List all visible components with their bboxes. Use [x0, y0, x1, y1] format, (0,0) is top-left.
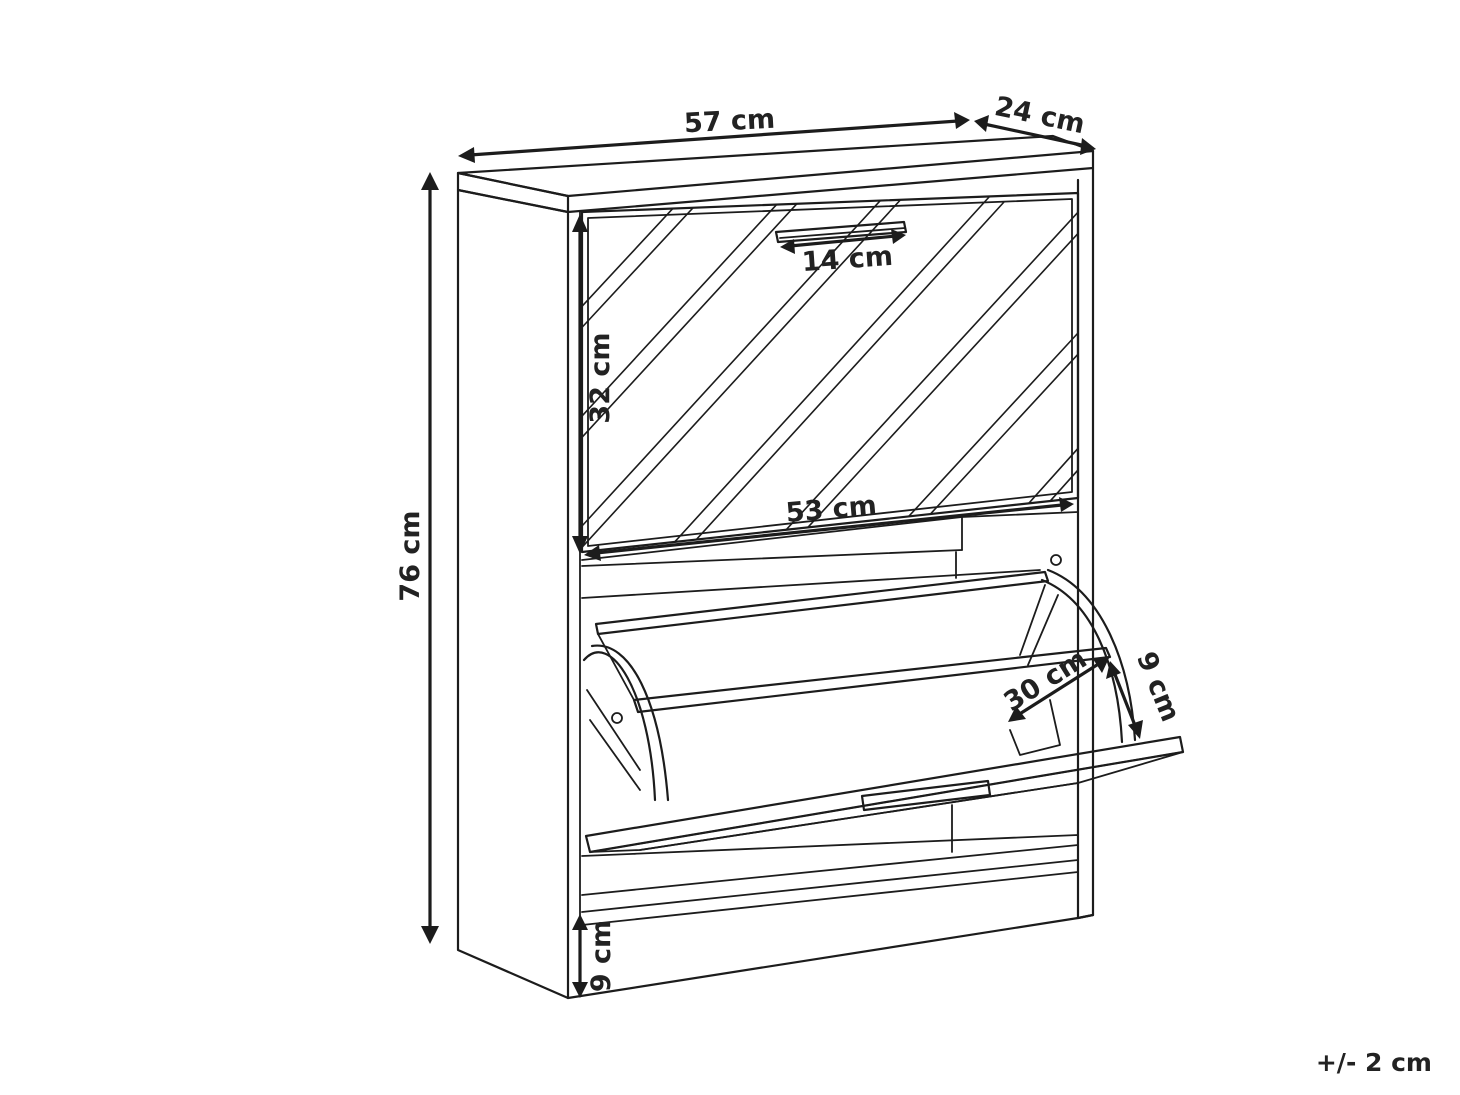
inner-width-dimension-line	[584, 497, 1074, 561]
flap-height-label: 32 cm	[585, 332, 616, 423]
cabinet-right-side	[1076, 166, 1095, 920]
depth-dimension-line	[974, 115, 1096, 155]
height-dimension-line	[421, 172, 439, 944]
cabinet-left-side	[456, 188, 570, 1000]
depth-label: 24 cm	[992, 91, 1088, 140]
width-label: 57 cm	[683, 104, 776, 140]
middle-recess	[581, 511, 1079, 599]
flap-height-dimension-line	[572, 214, 588, 554]
inner-width-label: 53 cm	[785, 490, 878, 529]
flap-handle	[774, 220, 908, 244]
cabinet-top	[456, 134, 1095, 198]
plinth-height-label: 9 cm	[586, 920, 617, 992]
drawer-side-label: 9 cm	[1130, 647, 1186, 726]
handle-dimension-line	[780, 229, 906, 254]
plinth-dimension-line	[572, 914, 588, 998]
tolerance-note: +/- 2 cm	[1315, 1048, 1432, 1077]
height-label: 76 cm	[395, 510, 426, 601]
handle-width-label: 14 cm	[801, 241, 894, 278]
drawer-depth-dimension-line	[1008, 656, 1110, 722]
width-dimension-line	[458, 112, 970, 163]
drawer-side-dimension-line	[1106, 661, 1143, 739]
open-shoe-drawer	[581, 554, 1185, 926]
